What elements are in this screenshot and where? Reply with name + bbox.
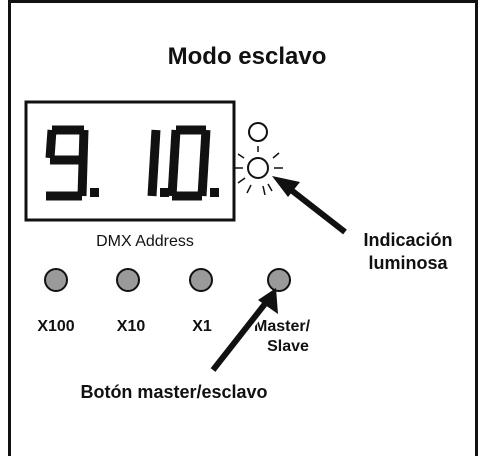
master-slave-button[interactable]	[267, 268, 291, 292]
button-arrow-icon	[208, 288, 278, 374]
led-indicator-lit	[247, 157, 269, 179]
x10-button[interactable]	[116, 268, 140, 292]
x1-button[interactable]	[189, 268, 213, 292]
master-label: Master/	[254, 318, 311, 335]
slave-mode-panel	[8, 0, 478, 456]
button-callout: Botón master/esclavo	[80, 382, 267, 402]
x10-label: X10	[117, 318, 146, 335]
led-indicator-top	[248, 122, 268, 142]
slave-label: Slave	[267, 338, 309, 355]
indicator-arrow-icon	[272, 176, 347, 235]
x1-label: X1	[192, 318, 212, 335]
page-title: Modo esclavo	[168, 43, 327, 70]
digit-1	[147, 129, 169, 197]
light-rays-icon	[235, 146, 283, 196]
x100-button[interactable]	[44, 268, 68, 292]
indicator-callout-line2: luminosa	[368, 253, 448, 273]
x100-label: X100	[37, 318, 74, 335]
digit-9	[45, 125, 99, 201]
digit-0	[167, 125, 219, 201]
indicator-callout-line1: Indicación	[363, 230, 452, 250]
display-caption: DMX Address	[96, 233, 194, 250]
